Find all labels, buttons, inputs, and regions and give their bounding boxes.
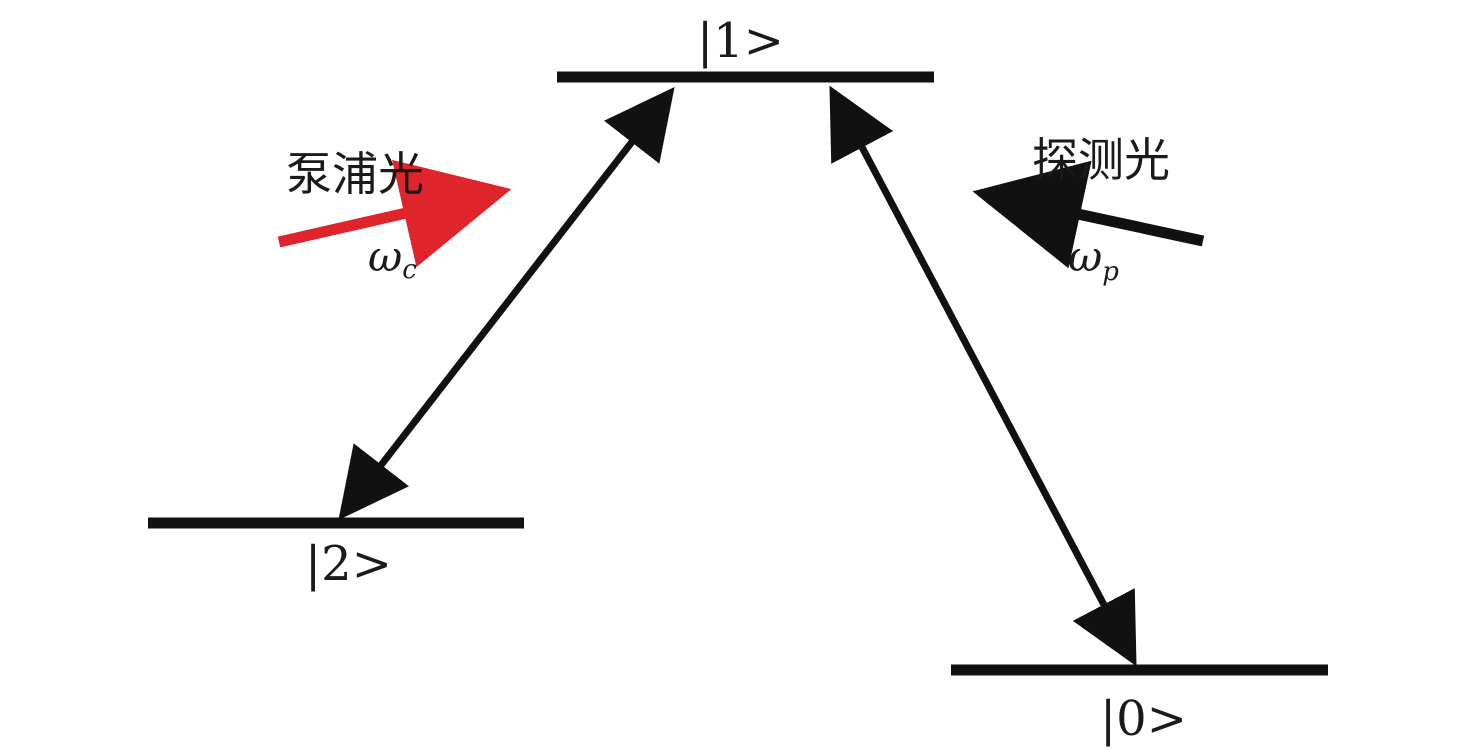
probe-omega-symbol: ωp (1068, 232, 1119, 287)
level-0-label: |0> (1100, 691, 1187, 747)
probe-light-label: 探测光 (1032, 133, 1170, 187)
transition-2-1-arrow (338, 86, 675, 521)
pump-omega-symbol: ωc (368, 232, 417, 285)
transition-0-1-arrow (829, 85, 1137, 667)
level-2-label: |2> (305, 536, 392, 592)
pump-omega-subscript: c (402, 255, 417, 285)
pump-omega: ω (368, 232, 402, 281)
pump-light-label: 泵浦光 (286, 147, 424, 201)
pump-light-arrow (277, 159, 512, 268)
level-1-label: |1> (697, 13, 784, 69)
probe-light-arrow (972, 160, 1205, 269)
probe-omega: ω (1068, 232, 1102, 281)
probe-omega-subscript: p (1102, 257, 1119, 287)
